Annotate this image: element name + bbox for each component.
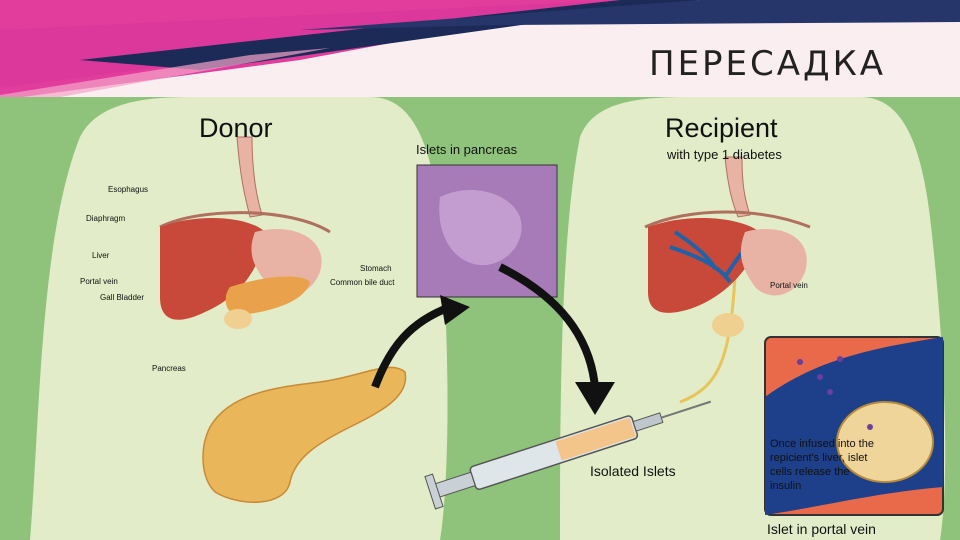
- donor-esophagus: [236, 136, 263, 218]
- donor-gall-bladder: [224, 309, 252, 329]
- recipient-subheading: with type 1 diabetes: [667, 147, 782, 162]
- diaphragm-label: Diaphragm: [86, 214, 126, 223]
- recipient-heading: Recipient: [665, 113, 778, 143]
- donor-diaphragm: [159, 211, 331, 234]
- decorative-stripes: [0, 0, 960, 108]
- islet-transplant-diagram: Donor Recipient with type 1 diabetes Isl…: [0, 97, 960, 540]
- inset-islet: [836, 401, 934, 483]
- portal-vein-label: Portal vein: [80, 277, 118, 286]
- recipient-esophagus: [724, 156, 751, 218]
- arrow-to-islets: [371, 303, 452, 389]
- esophagus-label: Esophagus: [108, 185, 149, 194]
- common-bile-duct-label: Common bile duct: [330, 278, 395, 287]
- donor-heading: Donor: [199, 113, 273, 143]
- liver-label: Liver: [92, 251, 110, 260]
- isolated-islets-label: Isolated Islets: [590, 463, 676, 479]
- slide-title: ПЕРЕСАДКА: [649, 44, 886, 84]
- arrow-to-syringe: [498, 263, 599, 388]
- recipient-pancreas: [712, 313, 744, 337]
- recipient-portal-vein-label: Portal vein: [770, 281, 808, 290]
- donor-pancreas-small: [225, 276, 310, 316]
- donor-liver: [160, 217, 265, 320]
- diagram-artwork: [0, 97, 960, 540]
- islets-in-pancreas-label: Islets in pancreas: [416, 142, 518, 157]
- stomach-label: Stomach: [360, 264, 392, 273]
- recipient-liver: [648, 217, 760, 313]
- recipient-diaphragm: [644, 210, 811, 229]
- pancreas-enlarged: [202, 366, 407, 503]
- inset-caption: Islet in portal vein: [767, 521, 876, 537]
- inset-note: Once infused into the repicient's liver,…: [770, 438, 874, 492]
- infusion-tube: [679, 276, 737, 404]
- gall-bladder-label: Gall Bladder: [100, 293, 145, 302]
- syringe: [424, 400, 712, 510]
- recipient-stomach: [740, 228, 807, 296]
- pancreas-label: Pancreas: [152, 364, 186, 373]
